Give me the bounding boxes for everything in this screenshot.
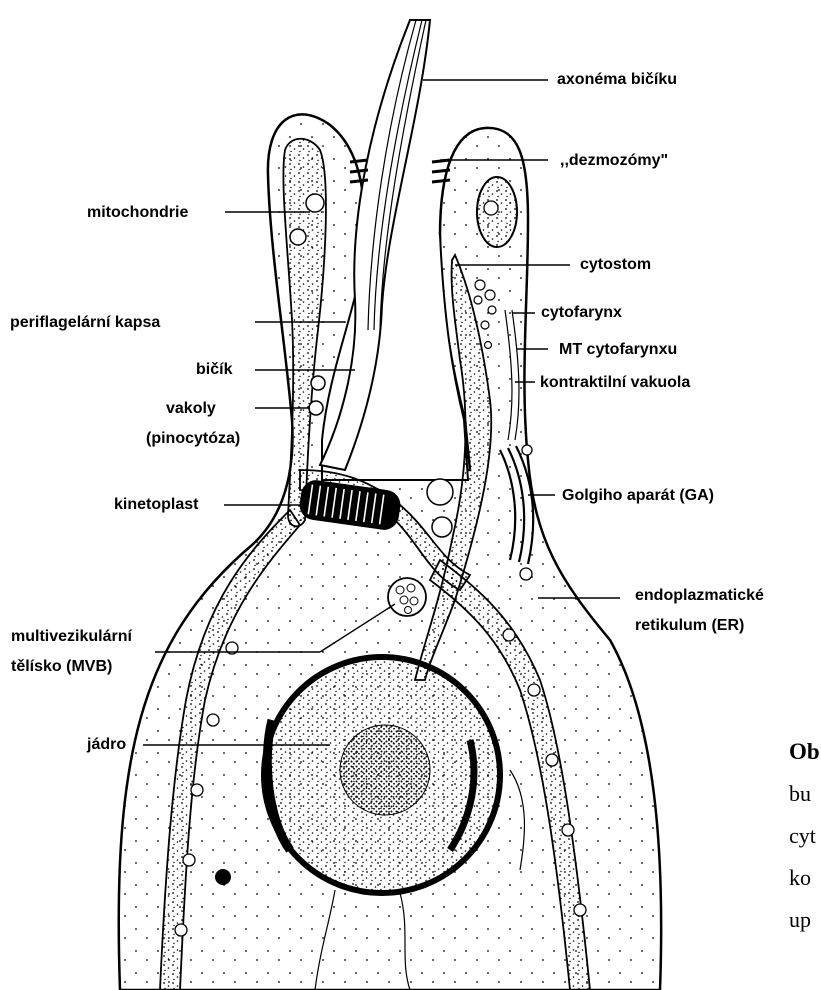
label-flagellar-pocket: periflagelární kapsa bbox=[10, 312, 160, 333]
caption-line-3: cyt bbox=[789, 825, 816, 847]
label-mvb-2: tělísko (MVB) bbox=[11, 656, 112, 677]
label-contractile-vacuole: kontraktilní vakuola bbox=[540, 372, 690, 393]
label-mt-cytopharynx: MT cytofarynxu bbox=[559, 339, 677, 360]
vesicle-cluster-1 bbox=[427, 479, 453, 505]
label-vesicles: vakoly bbox=[166, 398, 216, 419]
label-er-1: endoplazmatické bbox=[635, 585, 764, 606]
vacuole-2 bbox=[290, 229, 306, 245]
vacuole-1 bbox=[306, 194, 324, 212]
label-mitochondria: mitochondrie bbox=[87, 202, 188, 223]
label-er-2: retikulum (ER) bbox=[635, 615, 744, 636]
label-desmosomes: ,,dezmozómy" bbox=[560, 150, 668, 171]
label-mvb-1: multivezikulární bbox=[11, 626, 132, 647]
vesicle-cluster-2 bbox=[432, 517, 452, 537]
caption-line-2: bu bbox=[789, 783, 811, 805]
vacuole-4 bbox=[309, 401, 323, 415]
label-golgi: Golgiho aparát (GA) bbox=[562, 485, 714, 506]
caption-line-4: ko bbox=[789, 867, 811, 889]
vacuole-3 bbox=[311, 376, 325, 390]
label-nucleus: jádro bbox=[87, 734, 126, 755]
label-cytopharynx: cytofarynx bbox=[541, 302, 622, 323]
label-axonema: axonéma bičíku bbox=[557, 69, 677, 90]
caption-line-1: Ob bbox=[789, 741, 820, 763]
label-cytostome: cytostom bbox=[580, 254, 651, 275]
caption-line-5: up bbox=[789, 909, 811, 931]
label-flagellum: bičík bbox=[196, 359, 232, 380]
label-kinetoplast: kinetoplast bbox=[114, 494, 198, 515]
label-pinocytosis: (pinocytóza) bbox=[146, 428, 240, 449]
nucleolus bbox=[340, 725, 430, 815]
